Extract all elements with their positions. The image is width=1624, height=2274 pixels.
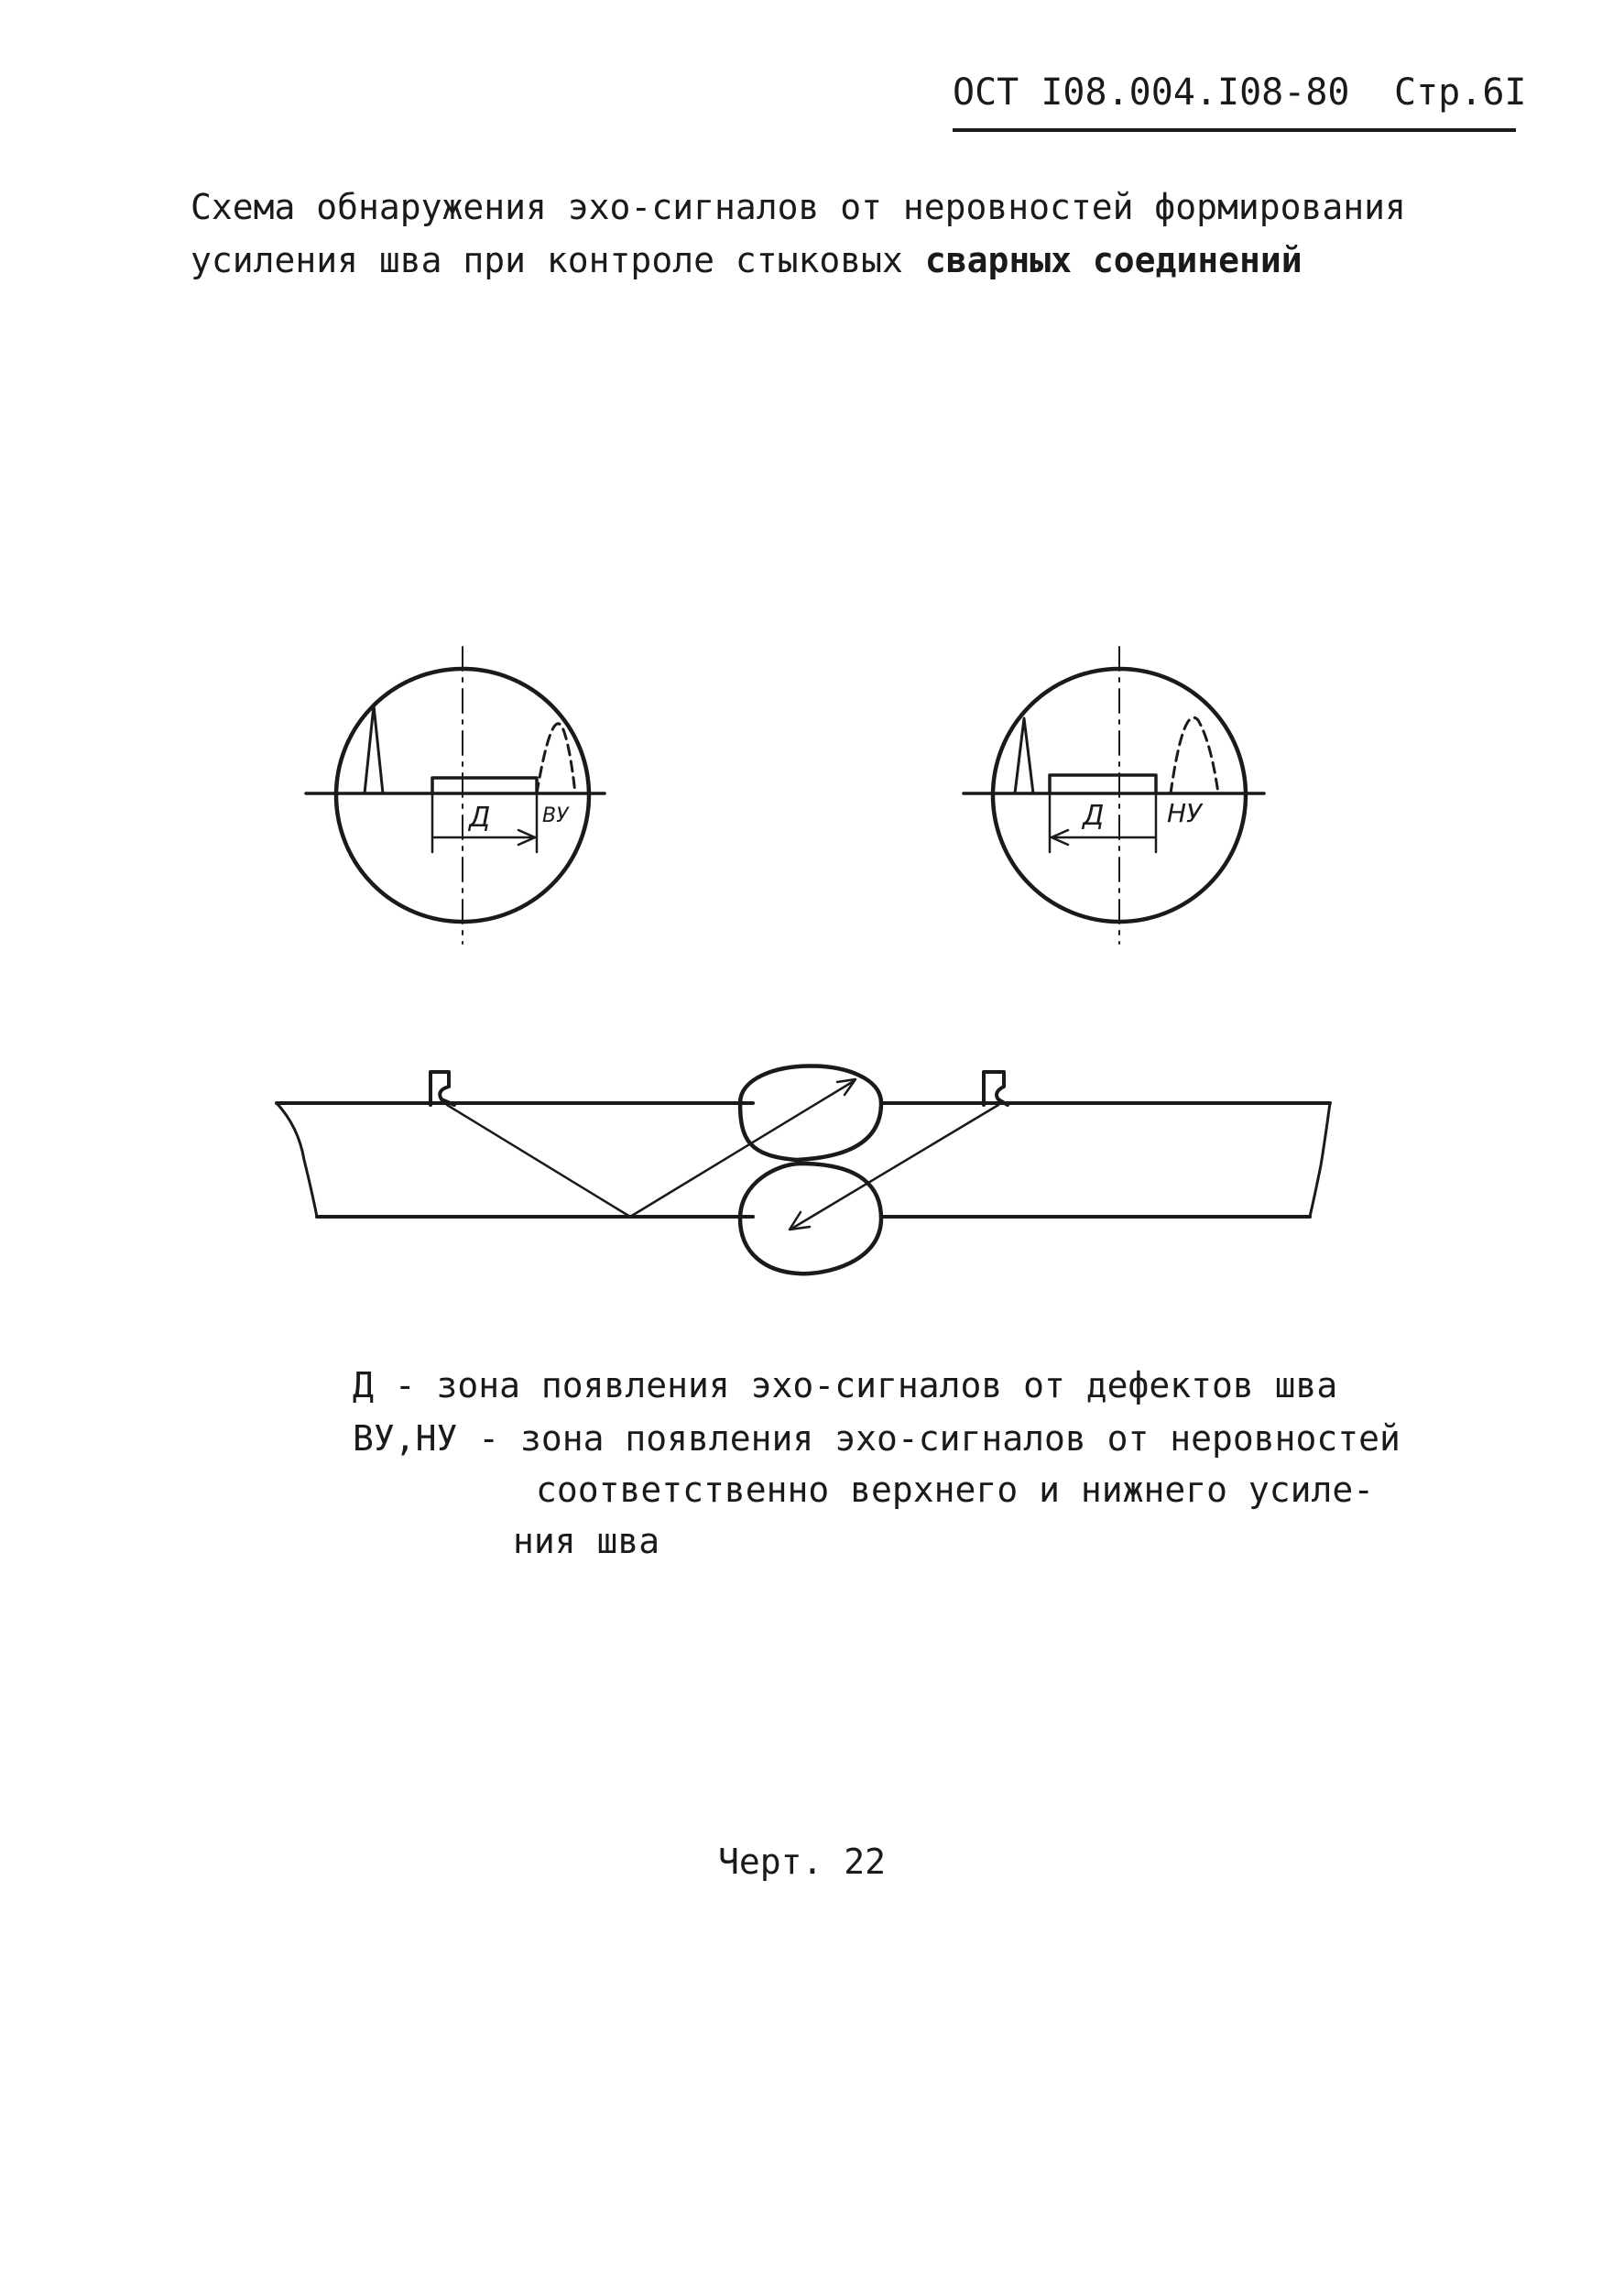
title-line-2-bold: сварных соединений — [924, 240, 1302, 280]
right-nu-label: НУ — [1167, 798, 1204, 828]
figure-caption: Черт. 22 — [718, 1842, 887, 1882]
right-scope-screen: Д НУ — [962, 646, 1266, 945]
title-line-1: Схема обнаружения эхо-сигналов от неровн… — [191, 187, 1406, 227]
title-line-2-regular: усиления шва при контроле стыковых — [191, 240, 903, 280]
title-line-2: усиления шва при контроле стыковых сварны… — [191, 240, 1302, 280]
legend-d: Д - зона появления эхо-сигналов от дефек… — [353, 1365, 1338, 1405]
weld-cross-section — [275, 1064, 1332, 1276]
left-vu-label: ВУ — [542, 804, 570, 827]
left-scope-screen: Д ВУ — [304, 646, 606, 945]
legend-continuation-1: соответственно верхнего и нижнего усиле- — [536, 1470, 1375, 1510]
standard-code: ОСТ I08.004.I08-80 — [953, 71, 1350, 114]
left-zone-d-label: Д — [467, 802, 490, 834]
right-zone-d-label: Д — [1081, 800, 1104, 832]
legend-continuation-2: ния шва — [513, 1521, 660, 1561]
header-underline — [953, 128, 1516, 132]
page-number: Стр.6I — [1394, 71, 1527, 114]
legend-vu-nu: ВУ,НУ - зона появления эхо-сигналов от н… — [353, 1418, 1401, 1459]
